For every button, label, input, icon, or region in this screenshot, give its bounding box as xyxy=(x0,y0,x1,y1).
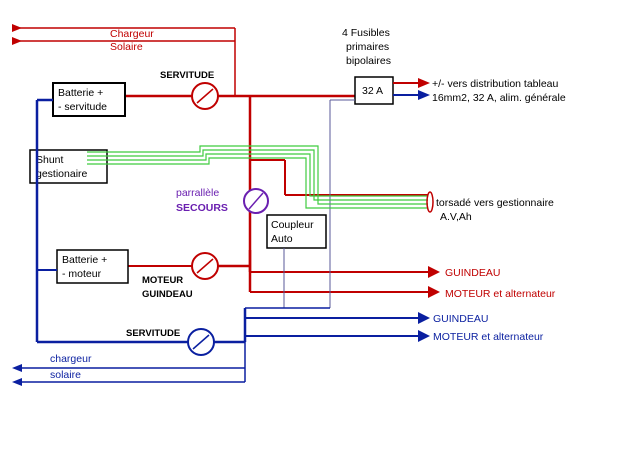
twisted-line2: A.V,Ah xyxy=(440,211,472,223)
coupler-box xyxy=(266,214,327,249)
top-charger-wires xyxy=(12,24,236,96)
bottom-solaire-label: solaire xyxy=(50,369,81,381)
fuses-title-line1: 4 Fusibles xyxy=(342,27,390,39)
shunt-line2: gestionaire xyxy=(36,168,88,180)
blue-arrow-chargeur xyxy=(12,364,22,372)
distribution-line1: +/- vers distribution tableau xyxy=(432,78,559,90)
main-blue-bus xyxy=(20,98,418,383)
red-guindeau-label: GUINDEAU xyxy=(445,267,500,279)
servitude-bottom-label: SERVITUDE xyxy=(126,328,180,339)
blue-arrow-guindeau xyxy=(418,312,430,324)
blue-guindeau-label: GUINDEAU xyxy=(433,313,488,325)
blue-arrow-moteur xyxy=(418,330,430,342)
fuses-title-line3: bipolaires xyxy=(346,55,391,67)
red-moteur-label: MOTEUR et alternateur xyxy=(445,288,556,300)
battery-engine-line2: - moteur xyxy=(62,268,102,280)
green-sense-wires xyxy=(87,145,428,209)
battery-engine-box xyxy=(56,249,129,284)
battery-engine-line1: Batterie + xyxy=(62,254,107,266)
blue-moteur-label: MOTEUR et alternateur xyxy=(433,331,544,343)
red-arrow-guindeau xyxy=(428,266,440,278)
bottom-chargeur-label: chargeur xyxy=(50,353,92,365)
battery-service-box xyxy=(52,82,126,117)
fuse-rating: 32 A xyxy=(362,85,383,97)
fuses-title-line2: primaires xyxy=(346,41,389,53)
blue-arrow-solaire xyxy=(12,378,22,386)
fuse-box xyxy=(354,76,394,105)
parallel-line1: parrallèle xyxy=(176,187,219,199)
parallel-line2: SECOURS xyxy=(176,202,228,214)
shunt-line1: Shunt xyxy=(36,154,64,166)
red-arrow-moteur xyxy=(428,286,440,298)
battery-service-line1: Batterie + xyxy=(58,87,103,99)
twisted-line1: torsadé vers gestionnaire xyxy=(436,197,554,209)
twisted-connector-icon xyxy=(426,191,434,213)
top-chargeur-label: Chargeur xyxy=(110,28,154,40)
engine-switch-line1: MOTEUR xyxy=(142,275,183,286)
engine-switch-line2: GUINDEAU xyxy=(142,289,193,300)
battery-service-line2: - servitude xyxy=(58,101,107,113)
coupler-line2: Auto xyxy=(271,233,293,245)
coupler-line1: Coupleur xyxy=(271,219,314,231)
top-solaire-label: Solaire xyxy=(110,41,143,53)
main-red-bus xyxy=(125,94,428,293)
distribution-line2: 16mm2, 32 A, alim. générale xyxy=(432,92,566,104)
servitude-top-label: SERVITUDE xyxy=(160,70,214,81)
